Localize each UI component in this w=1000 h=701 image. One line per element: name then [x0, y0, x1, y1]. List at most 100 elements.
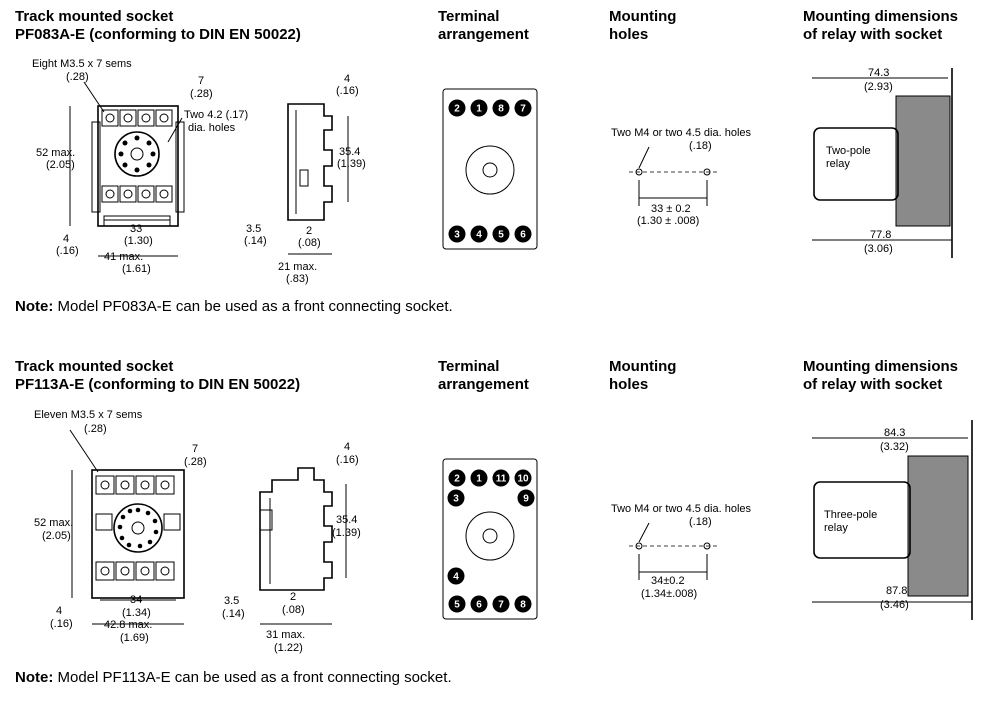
side-right-in: (.08) — [298, 237, 321, 249]
side-right: 2 — [306, 225, 312, 237]
side-height: 35.4 — [336, 514, 357, 526]
mounting-dimensions: 74.3 (2.93) Two-pole relay 77.8 (3.06) — [812, 67, 953, 258]
terminal-pin-4 — [470, 225, 488, 243]
holes-label-in: (.18) — [689, 140, 712, 152]
mounting-dimensions: 84.3 (3.32) Three-pole relay 87.8 (3.46) — [812, 420, 973, 620]
note: Note: Model PF113A-E can be used as a fr… — [15, 669, 452, 686]
width-label: 41 max. — [104, 251, 143, 263]
holes-label: Two 4.2 (.17) — [184, 109, 248, 121]
side-left: 3.5 — [246, 223, 261, 235]
terminal-pin-5-label: 5 — [498, 230, 504, 241]
terminal-pin-8-label: 8 — [498, 104, 504, 115]
side-top-in: (.16) — [336, 85, 359, 97]
relay-label: Three-pole — [824, 509, 877, 521]
terminal-pin-6-label: 6 — [476, 600, 482, 611]
holes-label-in: (.18) — [689, 516, 712, 528]
terminal-pin-8-label: 8 — [520, 600, 526, 611]
dims-bottom: 77.8 — [870, 229, 891, 241]
dims-top-in: (2.93) — [864, 81, 893, 93]
height-label-in: (2.05) — [42, 530, 71, 542]
screw-label-in: (.28) — [66, 71, 89, 83]
side-left-in: (.14) — [244, 235, 267, 247]
terminal-pin-2-label: 2 — [454, 104, 460, 115]
screw-terminals-side — [95, 513, 181, 531]
terminal-title-line1: Terminal — [438, 8, 500, 25]
width-label-in: (1.61) — [122, 263, 151, 275]
terminal-pin-5-label: 5 — [454, 600, 460, 611]
dims-top: 74.3 — [868, 67, 889, 79]
terminal-title: Terminal arrangement — [438, 358, 529, 394]
side-depth-in: (1.22) — [274, 642, 303, 654]
relay-label: Two-pole — [826, 145, 871, 157]
top-dim-in: (.28) — [190, 88, 213, 100]
terminal-pin-10-label: 10 — [517, 474, 529, 485]
terminal-pin-5 — [492, 225, 510, 243]
socket-model-title: PF113A-E (conforming to DIN EN 50022) — [15, 376, 301, 393]
terminal-title-line2: arrangement — [438, 376, 529, 393]
width-label: 42.8 max. — [104, 619, 152, 631]
terminal-pin-2 — [448, 469, 466, 487]
terminal-pin-6 — [470, 595, 488, 613]
holes-title-line2: holes — [609, 376, 649, 393]
inner-width: 34 — [130, 594, 142, 606]
pin-holes — [117, 507, 159, 549]
terminal-pin-6-label: 6 — [520, 230, 526, 241]
holes-label2: dia. holes — [188, 122, 236, 134]
dims-title: Mounting dimensions of relay with socket — [803, 8, 958, 44]
holes-title: Mounting holes — [609, 358, 676, 394]
holes-dim: 34±0.2 — [651, 575, 685, 587]
side-depth: 31 max. — [266, 629, 305, 641]
note-text: Model PF083A-E can be used as a front co… — [53, 298, 453, 315]
note: Note: Model PF083A-E can be used as a fr… — [15, 298, 453, 315]
screw-terminals-top — [95, 475, 175, 495]
terminal-pin-4 — [447, 567, 465, 585]
socket-side-view: 4 (.16) 35.4 (1.39) 3.5 (.14) 2 (.08) 31… — [222, 441, 361, 654]
side-height-in: (1.39) — [337, 158, 366, 170]
holes-dim-in: (1.30 ± .008) — [637, 215, 699, 227]
holes-label: Two M4 or two 4.5 dia. holes — [611, 127, 752, 139]
dims-title-line2: of relay with socket — [803, 376, 943, 393]
relay-label2: relay — [824, 522, 848, 534]
screw-label-in: (.28) — [84, 423, 107, 435]
terminal-pin-3-label: 3 — [454, 230, 460, 241]
terminal-pin-7 — [514, 99, 532, 117]
height-label: 52 max. — [36, 147, 75, 159]
inner-width: 33 — [130, 223, 142, 235]
dims-title: Mounting dimensions of relay with socket — [803, 358, 958, 394]
holes-title-line1: Mounting — [609, 358, 677, 375]
dims-bottom-in: (3.06) — [864, 243, 893, 255]
terminal-pin-11-label: 11 — [496, 474, 507, 485]
socket-title-line1: Track mounted socket — [15, 8, 174, 25]
holes-title: Mounting holes — [609, 8, 676, 44]
terminal-pin-2 — [448, 99, 466, 117]
terminal-pin-9-label: 9 — [523, 494, 529, 505]
side-left: 3.5 — [224, 595, 239, 607]
socket-title: Track mounted socket PF113A-E (conformin… — [15, 358, 300, 394]
terminal-pin-1 — [470, 99, 488, 117]
dims-top: 84.3 — [884, 427, 905, 439]
side-height-in: (1.39) — [332, 527, 361, 539]
terminal-title-line2: arrangement — [438, 26, 529, 43]
top-dim: 7 — [192, 443, 198, 455]
side-top-in: (.16) — [336, 454, 359, 466]
socket-title-line1: Track mounted socket — [15, 358, 174, 375]
side-left-in: (.14) — [222, 608, 245, 620]
top-dim-in: (.28) — [184, 456, 207, 468]
terminal-pin-4-label: 4 — [453, 572, 459, 583]
note-text: Model PF113A-E can be used as a front co… — [53, 669, 452, 686]
holes-title-line2: holes — [609, 26, 649, 43]
inner-width-in: (1.30) — [124, 235, 153, 247]
holes-label: Two M4 or two 4.5 dia. holes — [611, 503, 752, 515]
dims-bottom-in: (3.46) — [880, 599, 909, 611]
bottom-dim-in: (.16) — [56, 245, 79, 257]
terminal-title-line1: Terminal — [438, 358, 500, 375]
side-right: 2 — [290, 591, 296, 603]
screw-label: Eight M3.5 x 7 sems — [32, 58, 132, 70]
terminal-pin-8 — [492, 99, 510, 117]
terminal-pin-2-label: 2 — [454, 474, 460, 485]
width-label-in: (1.69) — [120, 632, 149, 644]
screw-terminals-bottom — [95, 561, 175, 581]
terminal-pin-11 — [492, 469, 510, 487]
terminal-pin-1-label: 1 — [476, 474, 482, 485]
